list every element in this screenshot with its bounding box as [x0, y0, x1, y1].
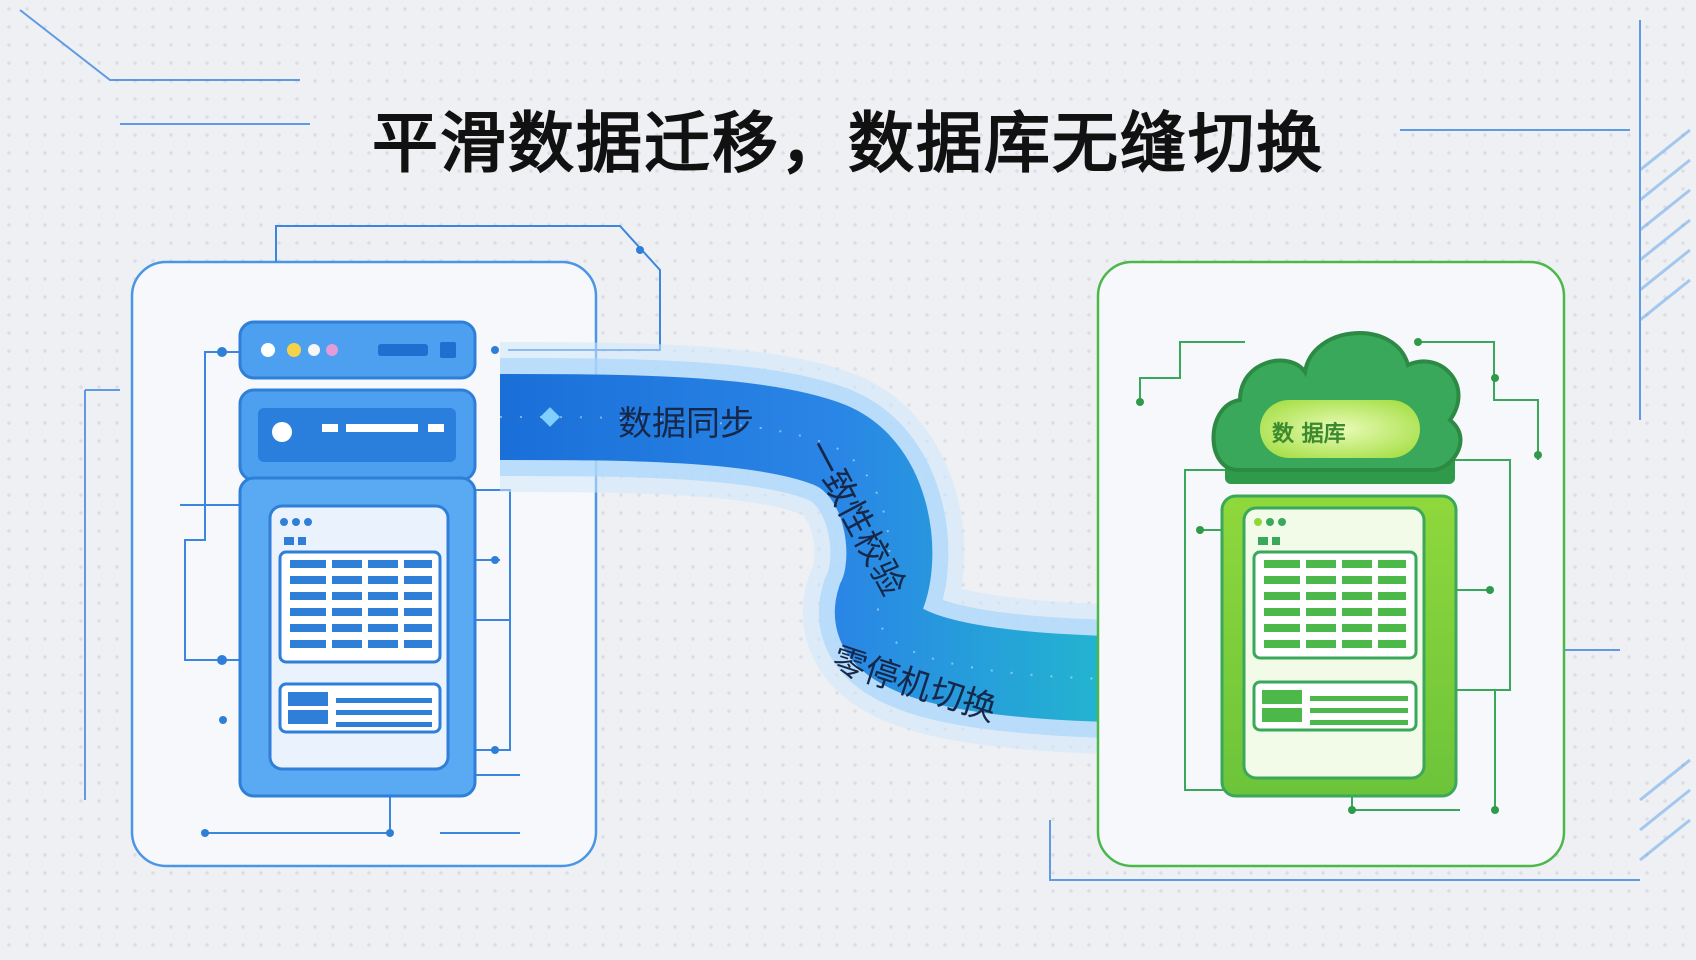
target-server: [1220, 494, 1458, 798]
flow-ribbon: [499, 342, 1181, 755]
cloud-database-label: 数 据库: [1272, 422, 1346, 447]
cloud-database: [1211, 331, 1463, 484]
source-server: [238, 320, 477, 798]
decorative-lines: [19, 9, 1641, 881]
flow-label-sync: 数据同步: [618, 404, 754, 444]
target-circuit-nodes: [1136, 338, 1542, 814]
decorative-hatch: [1639, 128, 1691, 862]
source-circuit-nodes: [201, 246, 644, 837]
page-title: 平滑数据迁移，数据库无缝切换: [372, 105, 1324, 182]
